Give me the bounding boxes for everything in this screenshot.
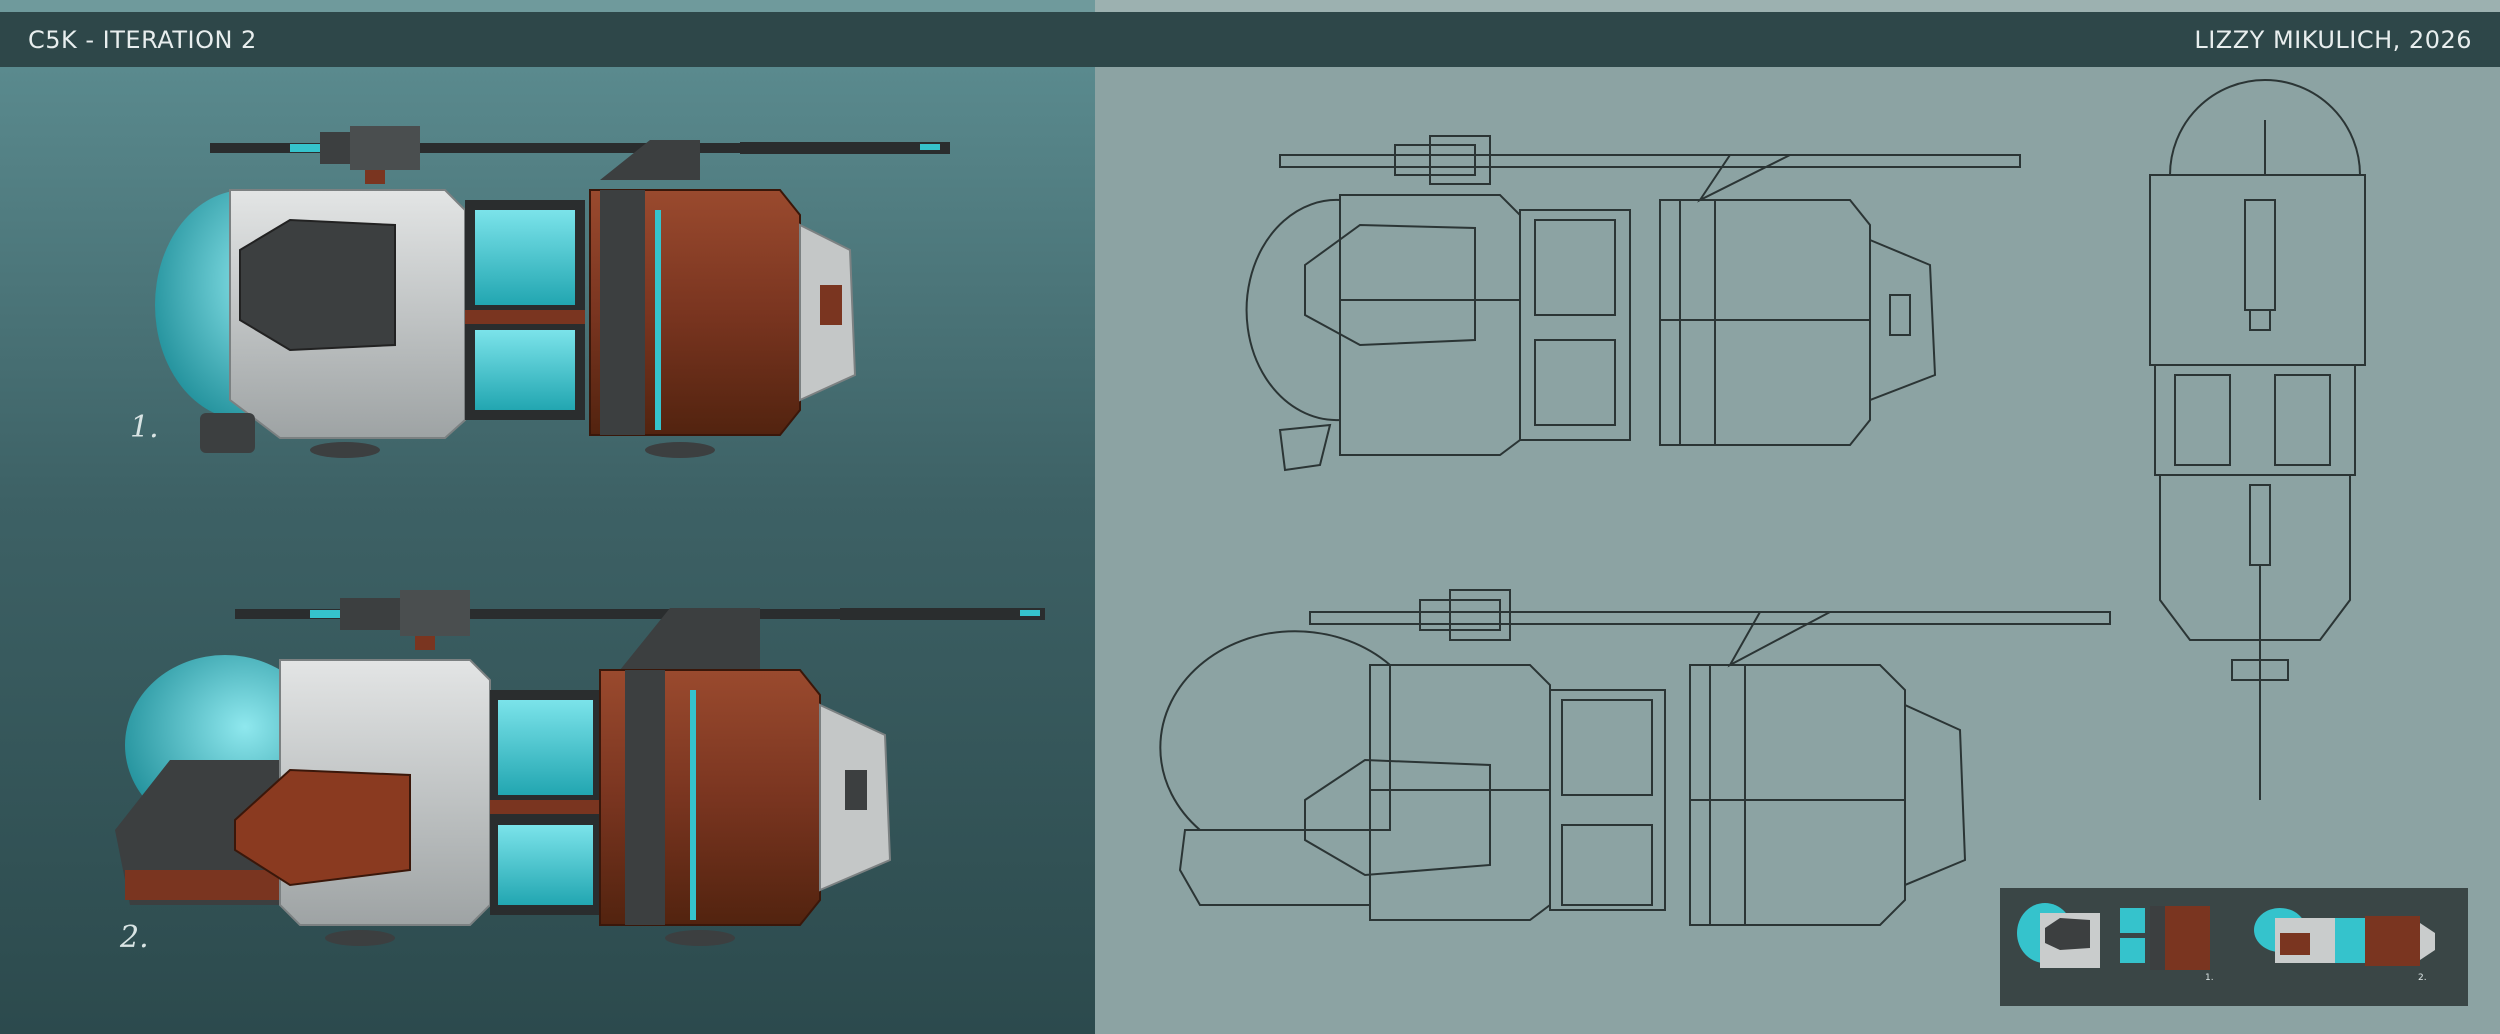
sheet-title: C5K - ITERATION 2	[28, 25, 257, 54]
ship-render-1	[155, 126, 950, 458]
svg-text:1.: 1.	[2205, 973, 2214, 983]
title-bar: C5K - ITERATION 2 LIZZY MIKULICH, 2026	[0, 12, 2500, 67]
lineart-front-view	[2149, 79, 2366, 800]
lineart-ship-2	[1159, 589, 2111, 926]
thumbnail-box: 1. 2.	[2000, 888, 2468, 1006]
author-credit: LIZZY MIKULICH, 2026	[2194, 25, 2472, 54]
top-strip-left	[0, 0, 1095, 12]
render-label-2: 2.	[120, 920, 149, 955]
svg-text:2.: 2.	[2418, 973, 2427, 983]
lineart-panel	[1095, 67, 2500, 1034]
thumbnail-2: 2.	[2254, 908, 2435, 983]
lineart-ship-1	[1245, 135, 2021, 472]
render-label-1: 1.	[130, 410, 159, 445]
top-strip-right	[1095, 0, 2500, 12]
ship-render-2	[115, 590, 1045, 946]
thumbnail-renders: 1. 2.	[2017, 903, 2435, 983]
thumbnail-1: 1.	[2017, 903, 2214, 983]
